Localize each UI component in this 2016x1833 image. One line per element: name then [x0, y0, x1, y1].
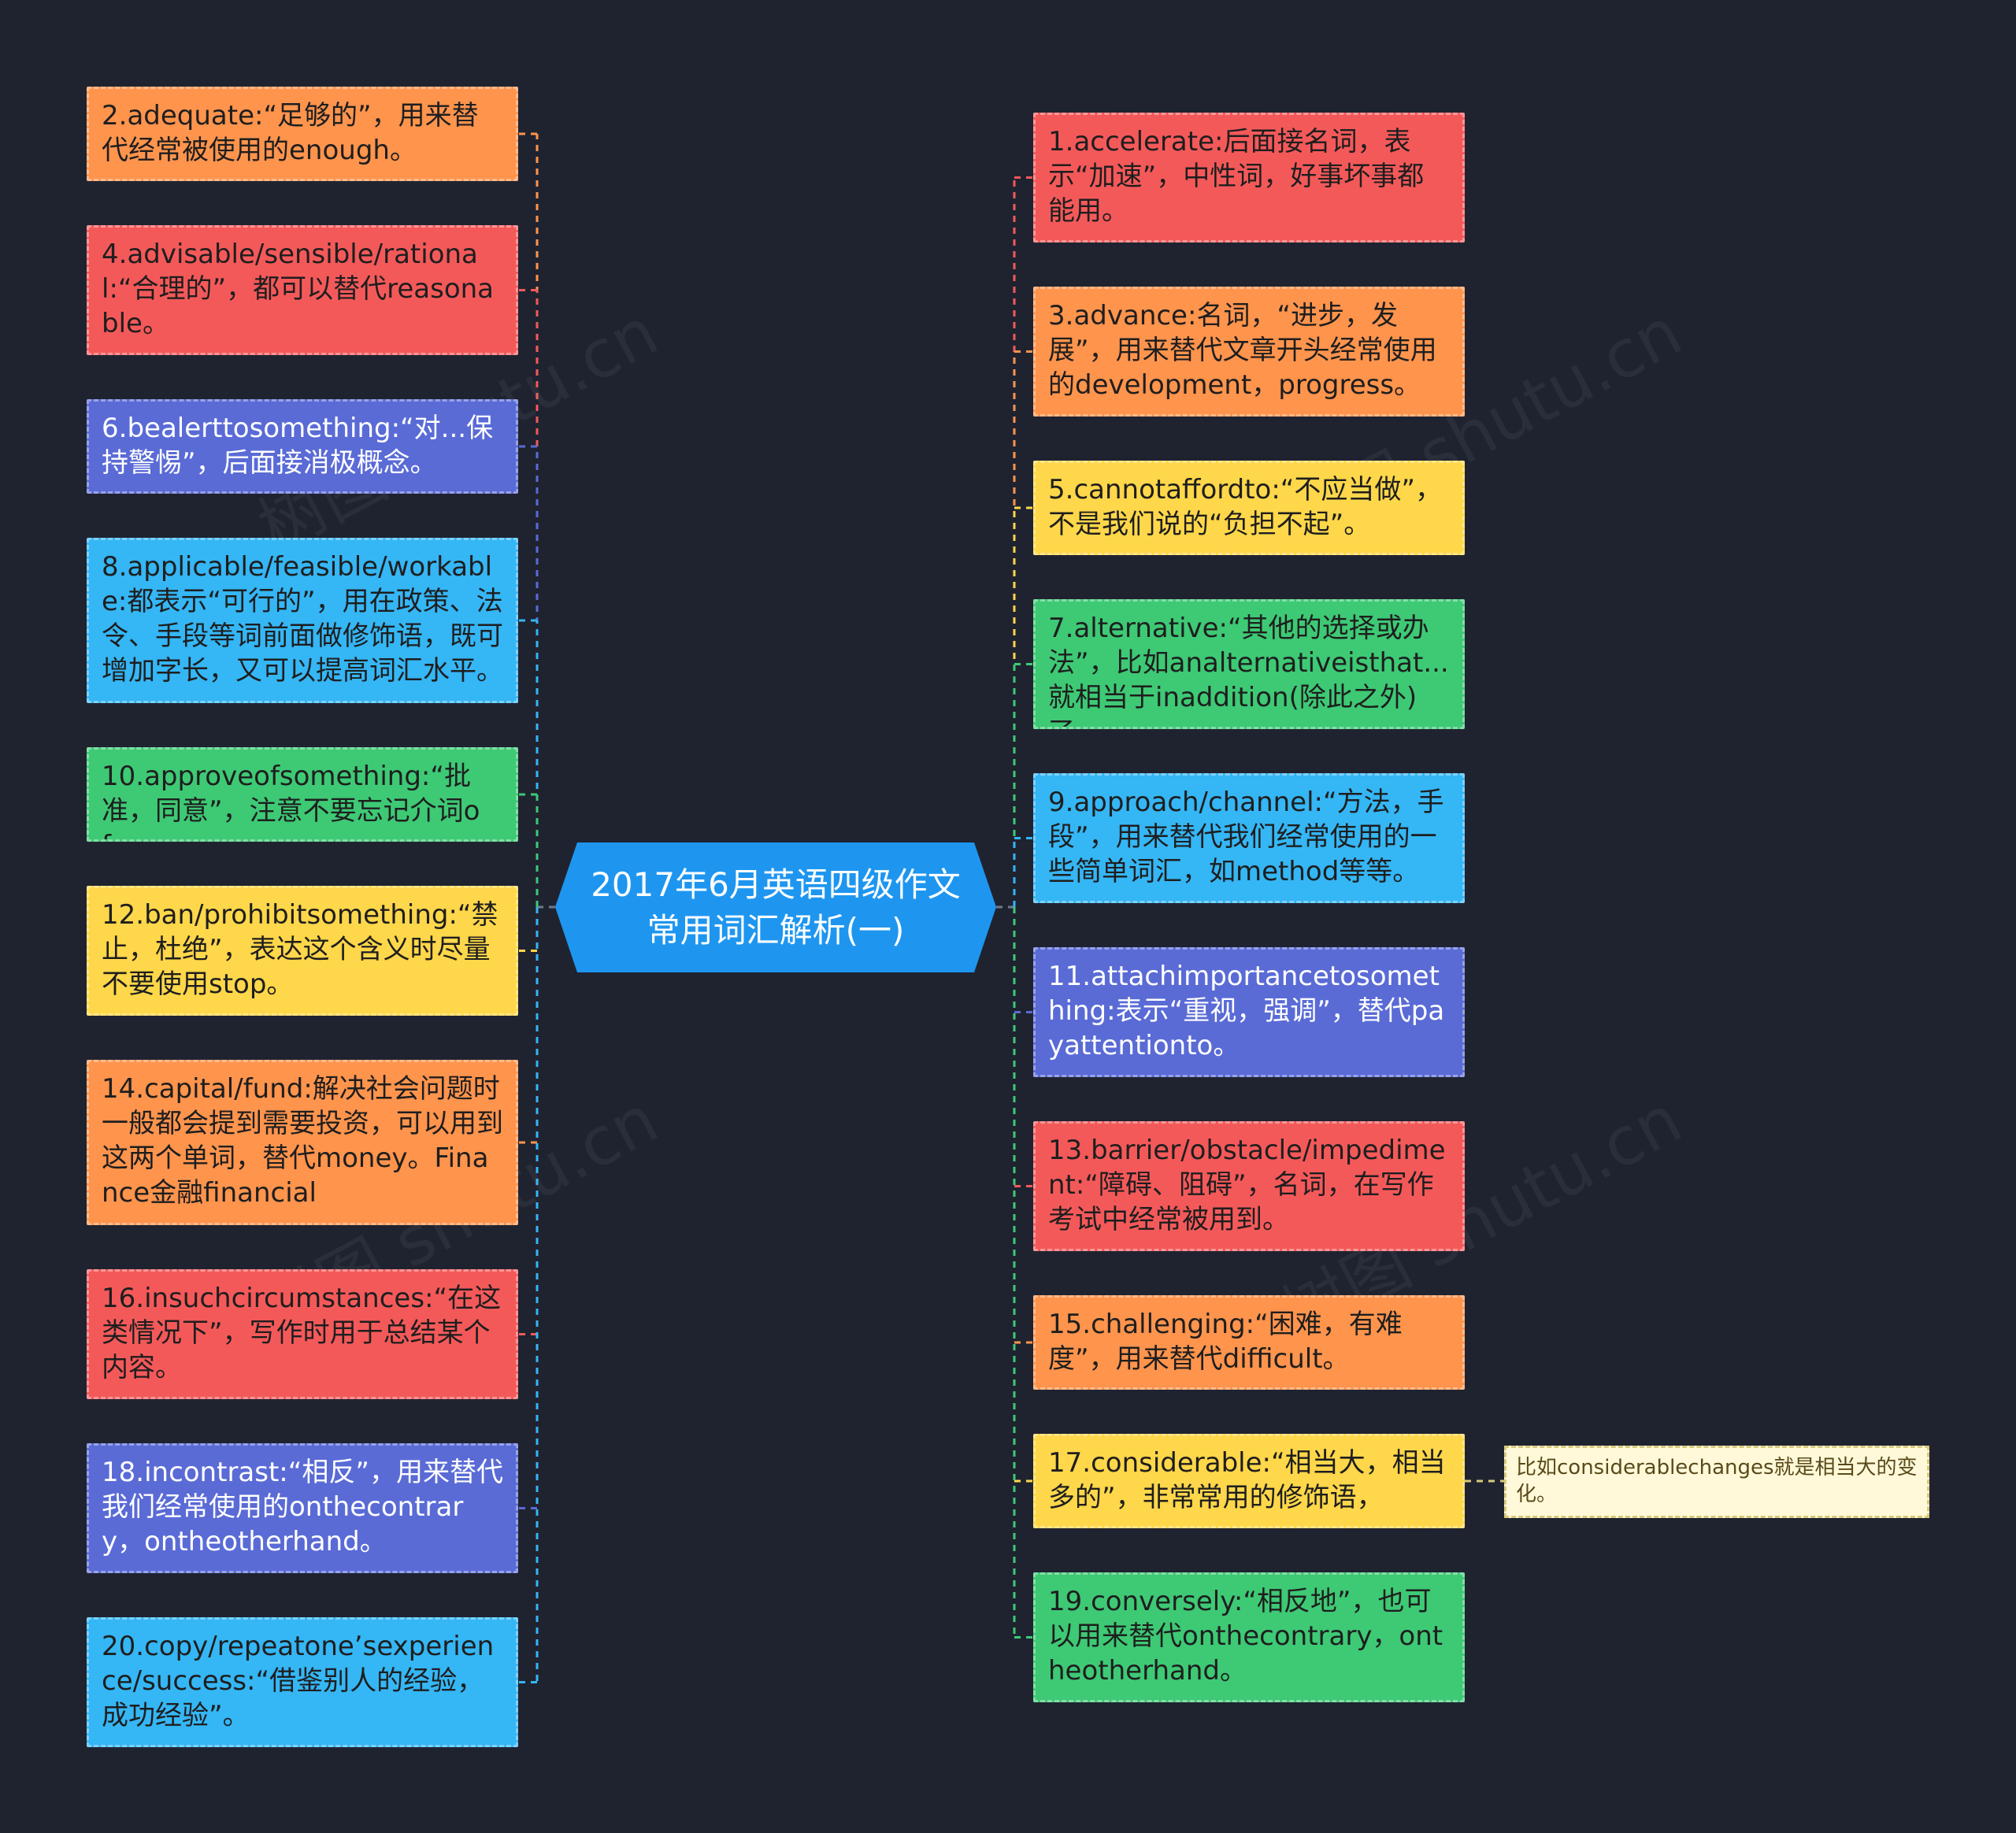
node-text: 6.bealerttosomething:“对...保持警惕”，后面接消极概念。 — [102, 413, 494, 479]
node-text: 3.advance:名词，“进步，发展”，用来替代文章开头经常使用的develo… — [1048, 300, 1437, 401]
node-text: 2.adequate:“足够的”，用来替代经常被使用的enough。 — [102, 100, 479, 166]
right-node-17[interactable]: 17.considerable:“相当大，相当多的”，非常常用的修饰语， — [1033, 1434, 1465, 1528]
node-text: 9.approach/channel:“方法，手段”，用来替代我们经常使用的一些… — [1048, 787, 1444, 887]
node-text: 14.capital/fund:解决社会问题时一般都会提到需要投资，可以用到这两… — [102, 1073, 503, 1209]
node-text: 18.incontrast:“相反”，用来替代我们经常使用的onthecontr… — [102, 1457, 503, 1557]
node-text: 12.ban/prohibitsomething:“禁止，杜绝”，表达这个含义时… — [102, 899, 498, 1000]
right-node-3[interactable]: 3.advance:名词，“进步，发展”，用来替代文章开头经常使用的develo… — [1033, 287, 1465, 417]
left-node-8[interactable]: 8.applicable/feasible/workable:都表示“可行的”，… — [87, 538, 518, 703]
left-node-10[interactable]: 10.approveofsomething:“批准，同意”，注意不要忘记介词of… — [87, 747, 518, 842]
right-node-5[interactable]: 5.cannotaffordto:“不应当做”，不是我们说的“负担不起”。 — [1033, 461, 1465, 555]
node-text: 1.accelerate:后面接名词，表示“加速”，中性词，好事坏事都能用。 — [1048, 126, 1425, 227]
right-node-7[interactable]: 7.alternative:“其他的选择或办法”，比如analternative… — [1033, 599, 1465, 729]
left-node-6[interactable]: 6.bealerttosomething:“对...保持警惕”，后面接消极概念。 — [87, 399, 518, 494]
right-node-9[interactable]: 9.approach/channel:“方法，手段”，用来替代我们经常使用的一些… — [1033, 773, 1465, 903]
right-node-11[interactable]: 11.attachimportancetosomething:表示“重视，强调”… — [1033, 947, 1465, 1077]
right-node-1[interactable]: 1.accelerate:后面接名词，表示“加速”，中性词，好事坏事都能用。 — [1033, 113, 1465, 243]
node-text: 10.approveofsomething:“批准，同意”，注意不要忘记介词of… — [102, 761, 480, 839]
central-topic[interactable]: 2017年6月英语四级作文常用词汇解析(一) — [555, 842, 996, 972]
node-text: 16.insuchcircumstances:“在这类情况下”，写作时用于总结某… — [102, 1283, 502, 1383]
node-text: 4.advisable/sensible/rational:“合理的”，都可以替… — [102, 239, 495, 339]
node-text: 17.considerable:“相当大，相当多的”，非常常用的修饰语， — [1048, 1447, 1446, 1513]
left-node-20[interactable]: 20.copy/repeatone’sexperience/success:“借… — [87, 1617, 518, 1747]
node-text: 13.barrier/obstacle/impediment:“障碍、阻碍”，名… — [1048, 1135, 1446, 1235]
left-node-12[interactable]: 12.ban/prohibitsomething:“禁止，杜绝”，表达这个含义时… — [87, 886, 518, 1016]
left-node-4[interactable]: 4.advisable/sensible/rational:“合理的”，都可以替… — [87, 225, 518, 355]
node-text: 7.alternative:“其他的选择或办法”，比如analternative… — [1048, 613, 1449, 727]
node-text: 11.attachimportancetosomething:表示“重视，强调”… — [1048, 961, 1445, 1061]
right-node-13[interactable]: 13.barrier/obstacle/impediment:“障碍、阻碍”，名… — [1033, 1121, 1465, 1251]
node-text: 15.challenging:“困难，有难度”，用来替代difficult。 — [1048, 1309, 1403, 1375]
left-node-16[interactable]: 16.insuchcircumstances:“在这类情况下”，写作时用于总结某… — [87, 1269, 518, 1399]
right-node-15[interactable]: 15.challenging:“困难，有难度”，用来替代difficult。 — [1033, 1295, 1465, 1390]
node-text: 5.cannotaffordto:“不应当做”，不是我们说的“负担不起”。 — [1048, 474, 1443, 540]
node-text: 19.conversely:“相反地”，也可以用来替代onthecontrary… — [1048, 1586, 1443, 1687]
right-node-19[interactable]: 19.conversely:“相反地”，也可以用来替代onthecontrary… — [1033, 1572, 1465, 1702]
left-node-2[interactable]: 2.adequate:“足够的”，用来替代经常被使用的enough。 — [87, 87, 518, 181]
left-node-18[interactable]: 18.incontrast:“相反”，用来替代我们经常使用的onthecontr… — [87, 1443, 518, 1573]
note-text: 比如considerablechanges就是相当大的变化。 — [1516, 1456, 1918, 1506]
central-topic-label: 2017年6月英语四级作文常用词汇解析(一) — [591, 865, 961, 950]
note-node[interactable]: 比如considerablechanges就是相当大的变化。 — [1504, 1446, 1929, 1518]
node-text: 8.applicable/feasible/workable:都表示“可行的”，… — [102, 551, 503, 687]
node-text: 20.copy/repeatone’sexperience/success:“借… — [102, 1631, 495, 1731]
left-node-14[interactable]: 14.capital/fund:解决社会问题时一般都会提到需要投资，可以用到这两… — [87, 1060, 518, 1225]
